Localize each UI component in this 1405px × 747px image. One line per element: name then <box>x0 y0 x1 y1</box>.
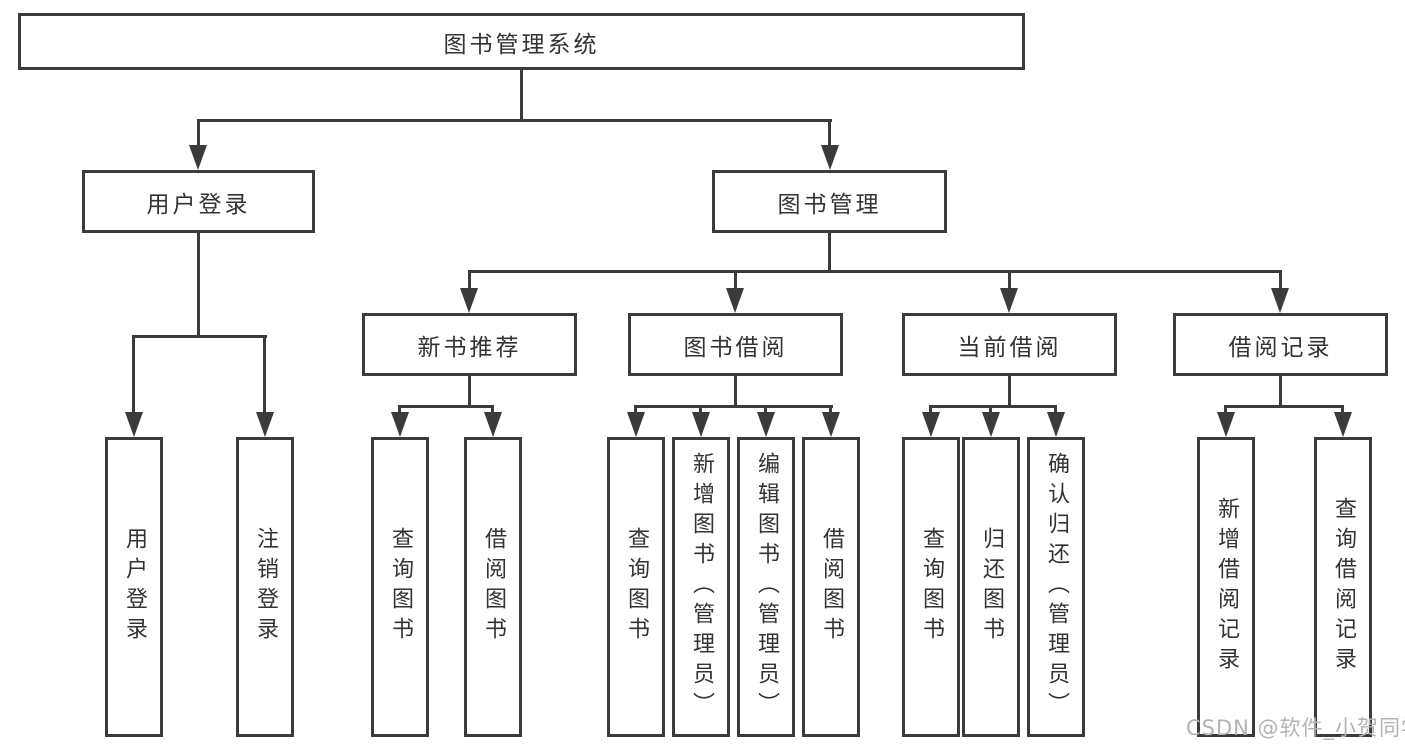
leaf-query-books-recommend-label: 查询图书 <box>388 527 413 647</box>
leaf-confirm-return-admin: 确认归还（管理员） <box>1027 437 1085 737</box>
connector-line <box>468 270 1282 273</box>
arrowhead-icon <box>484 412 502 437</box>
arrowhead-icon <box>1000 288 1018 313</box>
connector-line <box>1008 376 1011 405</box>
connector-line <box>133 335 267 338</box>
leaf-query-borrow-record: 查询借阅记录 <box>1314 437 1372 737</box>
connector-line <box>829 405 832 414</box>
leaf-query-books-recommend: 查询图书 <box>371 437 429 737</box>
arrowhead-icon <box>627 412 645 437</box>
node-borrowing-records-label: 借阅记录 <box>1228 334 1333 361</box>
connector-line <box>468 270 471 290</box>
leaf-add-borrow-record: 新增借阅记录 <box>1197 437 1255 737</box>
node-book-borrowing-label: 图书借阅 <box>683 334 788 361</box>
node-new-book-recommendation: 新书推荐 <box>362 313 577 376</box>
leaf-query-books-borrowing-label: 查询图书 <box>624 527 649 647</box>
leaf-add-book-admin: 新增图书（管理员） <box>672 437 730 737</box>
connector-line <box>1224 405 1344 408</box>
node-current-borrowing: 当前借阅 <box>902 313 1117 376</box>
connector-line <box>828 119 831 148</box>
arrowhead-icon <box>391 412 409 437</box>
connector-line <box>764 405 767 414</box>
node-new-book-recommendation-label: 新书推荐 <box>417 334 522 361</box>
connector-line <box>398 405 401 414</box>
connector-line <box>1341 405 1344 414</box>
connector-line <box>634 405 833 408</box>
connector-line <box>1224 405 1227 414</box>
arrowhead-icon <box>460 288 478 313</box>
connector-line <box>734 376 737 405</box>
connector-line <box>634 405 637 414</box>
node-book-management-label: 图书管理 <box>777 191 882 218</box>
connector-line <box>468 376 471 405</box>
connector-line <box>197 119 200 148</box>
arrowhead-icon <box>822 412 840 437</box>
node-library-management-system-label: 图书管理系统 <box>443 31 600 58</box>
connector-line <box>828 233 831 272</box>
connector-line <box>1279 270 1282 290</box>
arrowhead-icon <box>125 412 143 437</box>
leaf-edit-book-admin-label: 编辑图书（管理员） <box>754 452 779 722</box>
arrowhead-icon <box>1271 288 1289 313</box>
leaf-user-login: 用户登录 <box>105 437 163 737</box>
connector-line <box>929 405 932 414</box>
leaf-confirm-return-admin-label: 确认归还（管理员） <box>1044 452 1069 722</box>
leaf-query-books-current: 查询图书 <box>902 437 960 737</box>
connector-line <box>989 405 992 414</box>
connector-line <box>491 405 494 414</box>
leaf-borrow-books-recommend-label: 借阅图书 <box>481 527 506 647</box>
connector-line <box>699 405 702 414</box>
node-library-management-system: 图书管理系统 <box>18 13 1025 70</box>
connector-line <box>520 70 523 121</box>
node-borrowing-records: 借阅记录 <box>1173 313 1388 376</box>
leaf-return-books: 归还图书 <box>962 437 1020 737</box>
arrowhead-icon <box>982 412 1000 437</box>
leaf-return-books-label: 归还图书 <box>979 527 1004 647</box>
leaf-query-books-borrowing: 查询图书 <box>607 437 665 737</box>
leaf-logout-label: 注销登录 <box>253 527 278 647</box>
arrowhead-icon <box>1334 412 1352 437</box>
node-book-management: 图书管理 <box>712 170 947 233</box>
leaf-query-books-current-label: 查询图书 <box>919 527 944 647</box>
connector-line <box>734 270 737 290</box>
node-book-borrowing: 图书借阅 <box>628 313 843 376</box>
arrowhead-icon <box>1217 412 1235 437</box>
leaf-logout: 注销登录 <box>236 437 294 737</box>
arrowhead-icon <box>757 412 775 437</box>
leaf-add-borrow-record-label: 新增借阅记录 <box>1214 497 1239 677</box>
connector-line <box>1279 376 1282 405</box>
arrowhead-icon <box>726 288 744 313</box>
leaf-user-login-label: 用户登录 <box>122 527 147 647</box>
connector-line <box>197 233 200 335</box>
leaf-add-book-admin-label: 新增图书（管理员） <box>689 452 714 722</box>
arrowhead-icon <box>256 412 274 437</box>
arrowhead-icon <box>922 412 940 437</box>
node-user-login-label: 用户登录 <box>146 191 251 218</box>
connector-line <box>398 405 494 408</box>
node-user-login: 用户登录 <box>82 170 315 233</box>
leaf-edit-book-admin: 编辑图书（管理员） <box>737 437 795 737</box>
arrowhead-icon <box>692 412 710 437</box>
leaf-borrow-books: 借阅图书 <box>802 437 860 737</box>
leaf-borrow-books-recommend: 借阅图书 <box>464 437 522 737</box>
connector-line <box>1054 405 1057 414</box>
arrowhead-icon <box>1047 412 1065 437</box>
connector-line <box>1008 270 1011 290</box>
connector-line <box>197 119 832 122</box>
arrowhead-icon <box>821 145 839 170</box>
node-current-borrowing-label: 当前借阅 <box>957 334 1062 361</box>
connector-line <box>929 405 1057 408</box>
connector-line <box>263 335 266 415</box>
leaf-borrow-books-label: 借阅图书 <box>819 527 844 647</box>
arrowhead-icon <box>189 145 207 170</box>
leaf-query-borrow-record-label: 查询借阅记录 <box>1331 497 1356 677</box>
connector-line <box>132 335 135 415</box>
csdn-watermark: CSDN @软件_小贺同学 <box>1186 716 1405 740</box>
